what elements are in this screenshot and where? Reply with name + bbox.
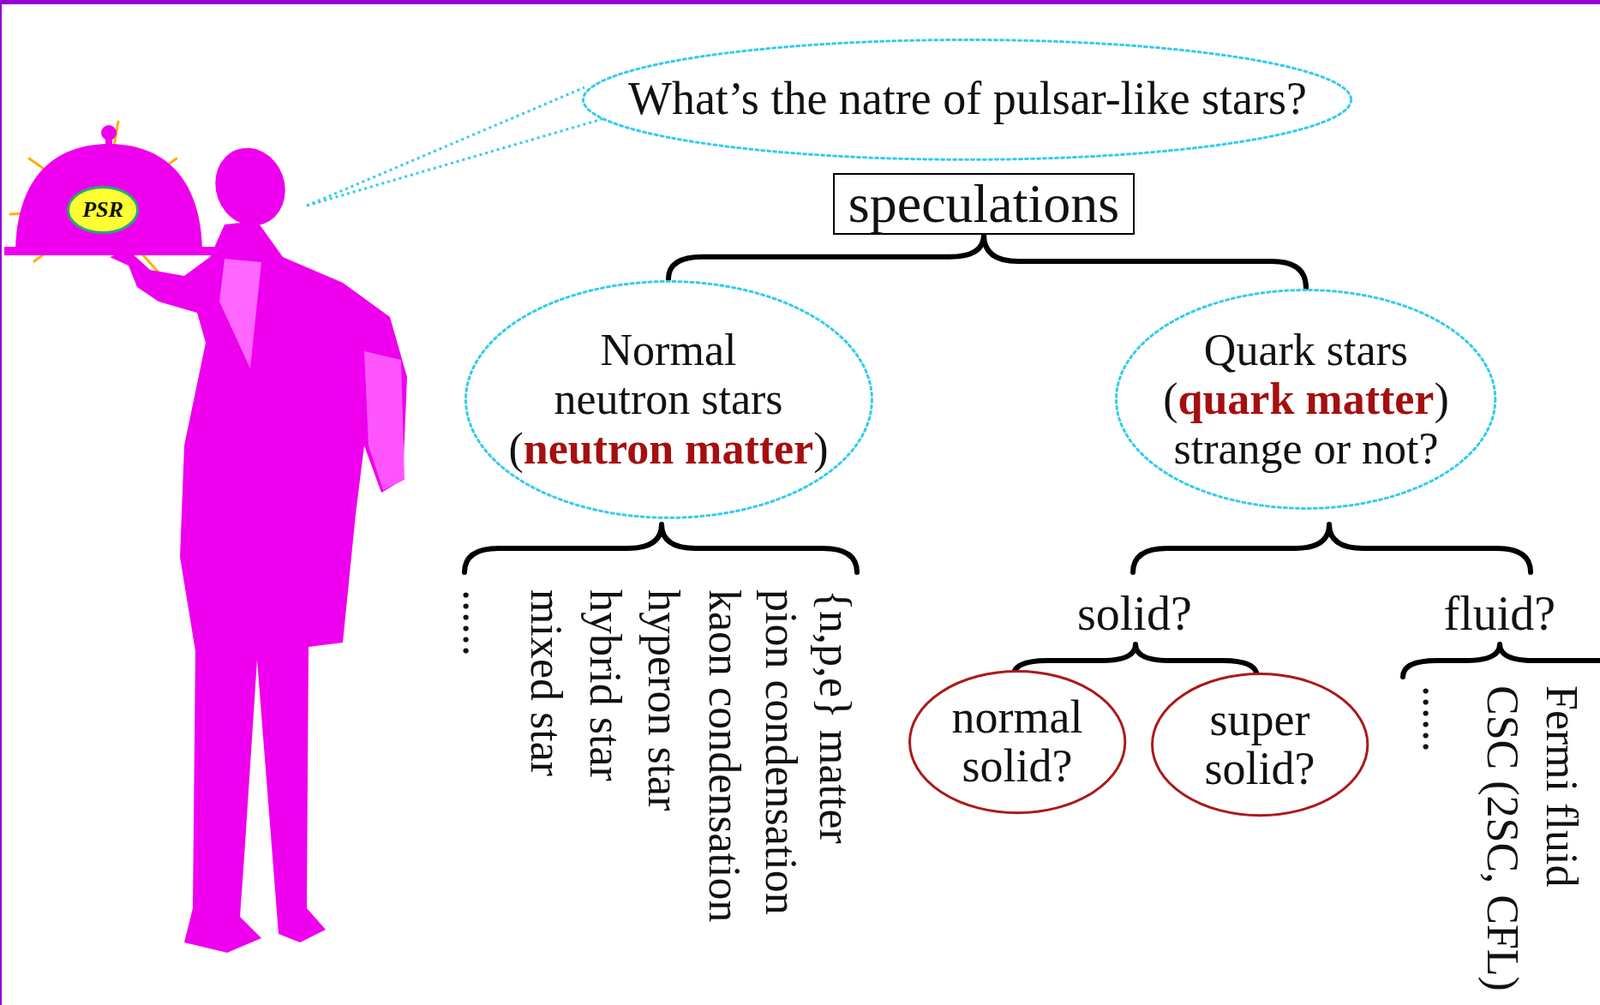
- pulsar-badge: PSR: [65, 185, 140, 235]
- phase-ellipse: super solid?: [1150, 671, 1370, 818]
- category-ellipse: Normal neutron stars(neutron matter): [463, 279, 875, 521]
- node-text: ): [813, 424, 828, 474]
- node-text: What’s the natre of pulsar-like stars?: [628, 72, 1307, 125]
- waiter-lapel: [219, 258, 262, 369]
- variant-label: pion condensation: [755, 589, 807, 916]
- node-content: PSR: [82, 197, 124, 223]
- text-row: Normal neutron stars: [508, 325, 828, 424]
- ellipse-outline: [583, 39, 1352, 160]
- node-text: Quark stars: [1204, 325, 1409, 375]
- text-row: PSR: [82, 197, 124, 223]
- node-text: strange or not?: [1173, 424, 1439, 474]
- fluid-brace: [1402, 644, 1600, 678]
- serving-dome: [15, 143, 203, 251]
- ellipsis-label: ......: [1412, 685, 1464, 753]
- speech-bubble: What’s the natre of pulsar-like stars?: [581, 37, 1354, 162]
- waiter-towel: [364, 351, 405, 491]
- ellipse-outline: [68, 187, 138, 234]
- variant-label: hybrid star: [579, 589, 631, 782]
- node-content: normal solid?: [935, 693, 1099, 791]
- ellipse-outline: [465, 281, 872, 518]
- node-text: speculations: [848, 173, 1120, 234]
- category-ellipse: Quark stars(quark matter)strange or not?: [1114, 287, 1498, 511]
- node-content: Normal neutron stars(neutron matter): [508, 325, 828, 474]
- branch-label: solid?: [1077, 586, 1193, 642]
- variant-label: {n,p,e} matter: [808, 589, 861, 845]
- speech-tail: [306, 87, 606, 206]
- brace-connector: [983, 234, 1307, 288]
- braces: [464, 524, 1600, 678]
- left-border: [0, 0, 2, 1005]
- node-content: super solid?: [1178, 695, 1342, 793]
- node-content: speculations: [848, 176, 1120, 232]
- dome-knob: [101, 125, 117, 141]
- heading-box: speculations: [832, 173, 1135, 235]
- node-text: PSR: [82, 197, 124, 222]
- variant-label: Fermi fluid: [1535, 685, 1588, 887]
- variant-label: kaon condensation: [698, 589, 750, 923]
- branch-label: fluid?: [1444, 586, 1557, 642]
- node-text: (: [508, 424, 523, 474]
- variant-label: CSC (2SC, CFL): [1476, 685, 1529, 992]
- node-text: normal solid?: [935, 693, 1099, 791]
- ellipse-outline: [1151, 673, 1367, 815]
- quark-brace: [1132, 524, 1531, 573]
- text-row: speculations: [848, 176, 1120, 232]
- text-row: super solid?: [1178, 695, 1342, 793]
- node-text: quark matter: [1178, 374, 1435, 424]
- node-text: (: [1162, 374, 1178, 424]
- phase-ellipse: normal solid?: [907, 669, 1127, 815]
- waiter-body: [109, 221, 408, 953]
- node-text: super solid?: [1178, 695, 1342, 793]
- text-row: (quark matter): [1162, 374, 1450, 424]
- waiter-head: [204, 137, 297, 236]
- text-row: normal solid?: [935, 693, 1099, 791]
- text-row: Quark stars: [1162, 325, 1450, 375]
- serving-tray: [4, 246, 215, 256]
- top-border: [0, 0, 1600, 5]
- rect-outline: [833, 173, 1134, 234]
- text-row: strange or not?: [1162, 424, 1450, 474]
- ellipsis-label: ......: [452, 589, 504, 657]
- neutron-brace: [464, 524, 857, 573]
- brace-connector: [668, 234, 984, 280]
- node-text: Normal neutron stars: [539, 325, 798, 424]
- solid-brace: [1012, 644, 1258, 678]
- node-content: What’s the natre of pulsar-like stars?: [628, 73, 1307, 125]
- variant-label: hyperon star: [637, 589, 690, 811]
- text-row: What’s the natre of pulsar-like stars?: [628, 73, 1307, 125]
- node-text: neutron matter: [523, 424, 814, 474]
- text-row: (neutron matter): [508, 424, 828, 474]
- node-text: ): [1433, 374, 1449, 424]
- variant-label: mixed star: [520, 589, 572, 777]
- ellipse-outline: [1116, 290, 1496, 510]
- ellipse-outline: [909, 671, 1125, 813]
- node-content: Quark stars(quark matter)strange or not?: [1162, 325, 1450, 474]
